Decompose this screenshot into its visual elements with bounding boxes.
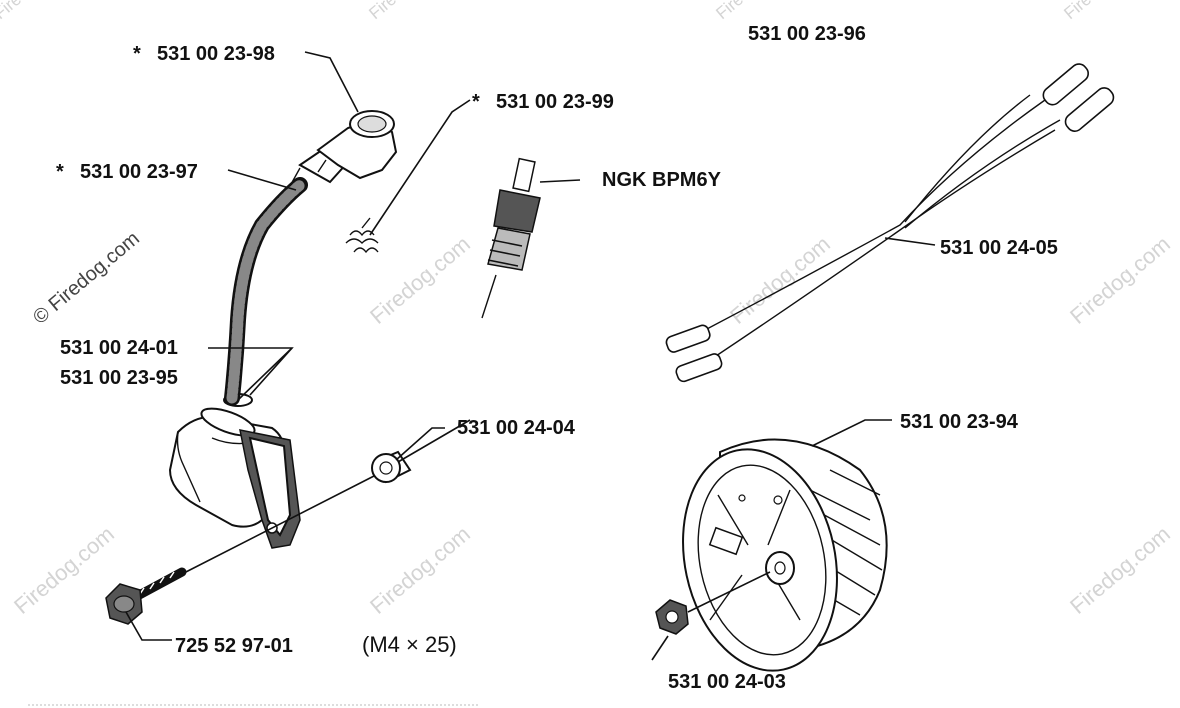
- spark-plug-drawing: [481, 157, 541, 319]
- flywheel-part-number: 531 00 23-94: [900, 411, 1019, 433]
- watermark: Firedog.com: [1060, 0, 1145, 23]
- hv-lead-hose-drawing: [224, 177, 308, 406]
- watermark: Firedog.com: [365, 231, 475, 329]
- part-labels: * 531 00 23-98 * 531 00 23-99 * 531 00 2…: [56, 23, 1058, 693]
- boot-part-number: 531 00 23-98: [157, 43, 275, 65]
- ignition-module-drawing: [168, 393, 301, 549]
- screw-part-number: 725 52 97-01: [175, 635, 293, 657]
- watermark: Firedog.com: [365, 0, 450, 23]
- spark-plug-part-number: NGK BPM6Y: [602, 169, 722, 191]
- watermark: Firedog.com: [712, 0, 797, 23]
- copyright-watermark: © Firedog.com: [29, 227, 144, 328]
- wire-harness-drawing: [665, 63, 1115, 383]
- screw-drawing: [105, 567, 187, 625]
- hv-lead-part-number: 531 00 23-97: [80, 161, 198, 183]
- boot-spring-part-number: 531 00 23-99: [496, 91, 614, 113]
- leader-lines: [125, 51, 936, 661]
- boot-spring-drawing: [345, 217, 379, 254]
- spark-plug-boot-drawing: [289, 110, 398, 187]
- wire-harness-kit-part-number: 531 00 23-96: [748, 23, 866, 45]
- hv-lead-prefix: *: [56, 161, 64, 183]
- wire-harness-part-number: 531 00 24-05: [940, 237, 1058, 259]
- assembly-axis-line: [687, 571, 771, 613]
- spacer-part-number: 531 00 24-04: [457, 417, 576, 439]
- flywheel-drawing: [682, 438, 888, 672]
- spacer-drawing: [371, 450, 412, 484]
- watermark: Firedog.com: [1065, 231, 1175, 329]
- screw-spec: (M4 × 25): [362, 632, 457, 657]
- assembly-axis-line: [179, 419, 471, 576]
- ignition-module-part-number: 531 00 23-95: [60, 367, 178, 389]
- nut-drawing: [655, 599, 689, 635]
- boot-spring-prefix: *: [472, 91, 480, 113]
- watermark: Firedog.com: [9, 521, 119, 619]
- boot-prefix: *: [133, 43, 141, 65]
- watermark: Firedog.com: [725, 231, 835, 329]
- hose-part-number: 531 00 24-01: [60, 337, 178, 359]
- watermark: Firedog.com: [1065, 521, 1175, 619]
- nut-part-number: 531 00 24-03: [668, 671, 786, 693]
- watermark: Firedog.com: [0, 0, 75, 23]
- watermark: Firedog.com: [365, 521, 475, 619]
